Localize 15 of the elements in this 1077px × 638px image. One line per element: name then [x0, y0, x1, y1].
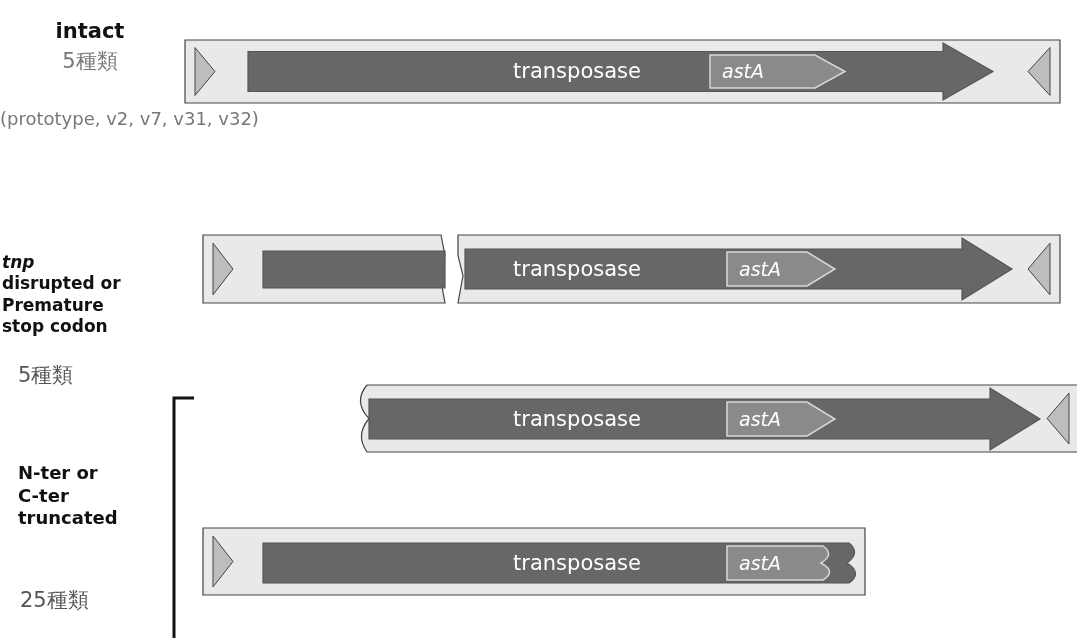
- gene-label: transposase: [513, 552, 641, 574]
- gene-label: astA: [722, 62, 764, 81]
- row-label: tnp disrupted or Premature stop codon: [2, 252, 122, 337]
- gene-label: transposase: [513, 61, 641, 82]
- row-label: intact: [54, 18, 126, 45]
- row-label: 25種類: [20, 587, 90, 614]
- gene-label: astA: [739, 259, 781, 279]
- gene-label: transposase: [513, 408, 641, 430]
- gene-label: transposase: [513, 258, 641, 280]
- row-label: N-ter or C-ter truncated: [18, 462, 119, 530]
- row-label: (prototype, v2, v7, v31, v32): [0, 108, 260, 131]
- gene-label: astA: [739, 553, 781, 573]
- row-label: 5種類: [61, 48, 119, 75]
- gene-label: astA: [739, 409, 781, 429]
- row-label: 5種類: [18, 362, 75, 389]
